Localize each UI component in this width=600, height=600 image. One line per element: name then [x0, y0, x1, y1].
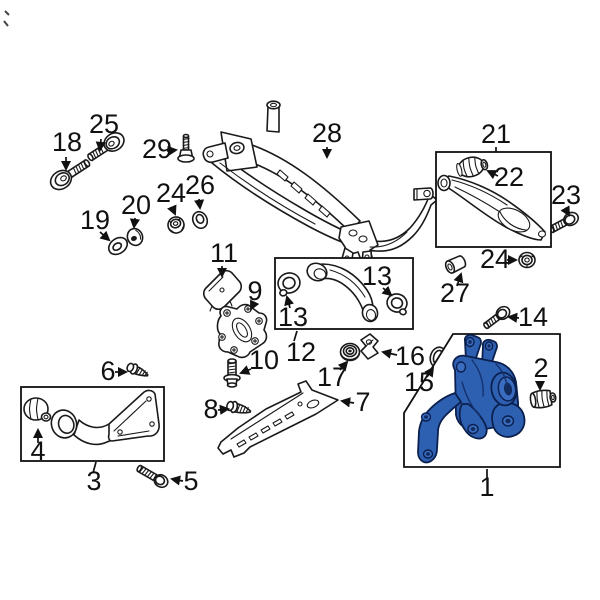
callout-12[interactable]: 12 [286, 337, 316, 367]
part-9-bracket[interactable] [216, 303, 268, 359]
callout-19[interactable]: 19 [80, 205, 110, 235]
part-13-bushing-left[interactable] [275, 270, 302, 297]
callout-13-left[interactable]: 13 [278, 302, 308, 332]
callout-9[interactable]: 9 [247, 276, 262, 306]
leader-arrow-7 [339, 397, 355, 408]
part-8-screw[interactable] [226, 400, 252, 417]
part-14-bolt[interactable] [481, 304, 512, 332]
leader-arrow-8 [217, 404, 231, 415]
callout-23[interactable]: 23 [551, 180, 581, 210]
callout-18[interactable]: 18 [52, 127, 82, 157]
part-10-flange-bolt[interactable] [223, 358, 241, 388]
part-1-knuckle[interactable] [417, 333, 526, 464]
callout-1[interactable]: 1 [479, 472, 494, 502]
callout-20[interactable]: 20 [121, 190, 151, 220]
part-24-nut-right[interactable] [518, 251, 536, 269]
callout-28[interactable]: 28 [312, 118, 342, 148]
callout-4[interactable]: 4 [30, 436, 45, 466]
callout-26[interactable]: 26 [185, 170, 215, 200]
leader-arrow-9 [250, 299, 260, 311]
part-4-bushing[interactable] [23, 397, 52, 422]
leader-arrow-25 [95, 138, 106, 153]
part-23-bolt[interactable] [547, 210, 580, 236]
leader-line-12 [293, 330, 298, 342]
part-19-washer[interactable] [106, 234, 131, 258]
callout-13-right[interactable]: 13 [362, 261, 392, 291]
leader-arrow-22 [486, 170, 499, 180]
leader-line-3 [92, 461, 97, 474]
callout-22[interactable]: 22 [494, 162, 524, 192]
part-21-lower-arm[interactable] [437, 174, 547, 241]
part-26-washer[interactable] [190, 209, 210, 230]
callout-27[interactable]: 27 [440, 278, 470, 308]
callout-16[interactable]: 16 [395, 341, 425, 371]
callout-7[interactable]: 7 [355, 387, 370, 417]
part-20-grommet[interactable] [125, 226, 145, 247]
callout-21[interactable]: 21 [481, 119, 511, 149]
part-24-nut-left[interactable] [166, 215, 186, 235]
leader-arrow-26 [194, 198, 205, 211]
part-18-bolt[interactable] [47, 155, 93, 194]
callout-24-left[interactable]: 24 [156, 178, 186, 208]
part-27-sleeve[interactable] [444, 254, 467, 274]
leader-arrow-13-left [284, 295, 295, 309]
callout-11[interactable]: 11 [210, 238, 238, 268]
callout-8[interactable]: 8 [203, 394, 218, 424]
part-13-bushing-right[interactable] [385, 292, 410, 316]
callout-3[interactable]: 3 [86, 466, 101, 496]
leader-arrow-17 [337, 360, 349, 372]
callout-14[interactable]: 14 [518, 302, 548, 332]
part-3-trailing-arm[interactable] [48, 389, 160, 446]
leader-arrow-15 [424, 366, 435, 378]
leader-arrow-29 [166, 145, 179, 156]
part-12-upper-link[interactable] [305, 260, 380, 323]
leader-arrow-14 [506, 312, 520, 323]
callout-29[interactable]: 29 [142, 134, 172, 164]
corner-artifact [3, 10, 10, 27]
callout-5[interactable]: 5 [183, 466, 198, 496]
callout-10[interactable]: 10 [249, 345, 279, 375]
leader-arrow-23 [560, 205, 571, 217]
leader-arrow-24-left [167, 204, 177, 216]
leader-arrow-10 [239, 365, 252, 375]
part-22-bushing[interactable] [455, 154, 489, 180]
leader-arrow-16 [381, 348, 398, 359]
part-17-rubber-mount[interactable] [339, 342, 361, 362]
callout-25[interactable]: 25 [89, 109, 119, 139]
leader-arrow-13-right [381, 285, 393, 297]
callout-17[interactable]: 17 [317, 362, 347, 392]
part-29-flange-screw[interactable] [177, 133, 195, 163]
part-7-shield[interactable] [217, 380, 339, 458]
leader-arrow-20 [129, 217, 140, 230]
part-28-crossmember[interactable] [202, 100, 438, 266]
part-2-bushing[interactable] [529, 389, 557, 409]
leader-arrow-5 [169, 475, 184, 486]
callout-6[interactable]: 6 [100, 356, 115, 386]
part-5-bolt[interactable] [135, 462, 170, 489]
callout-15[interactable]: 15 [404, 367, 434, 397]
leader-arrow-19 [99, 230, 111, 242]
part-11-cover-plate[interactable] [202, 269, 243, 312]
leader-arrow-27 [453, 272, 464, 287]
callout-2[interactable]: 2 [533, 353, 548, 383]
callout-24-right[interactable]: 24 [480, 244, 510, 274]
part-16-clip[interactable] [360, 333, 379, 360]
part-6-screw[interactable] [126, 361, 150, 379]
